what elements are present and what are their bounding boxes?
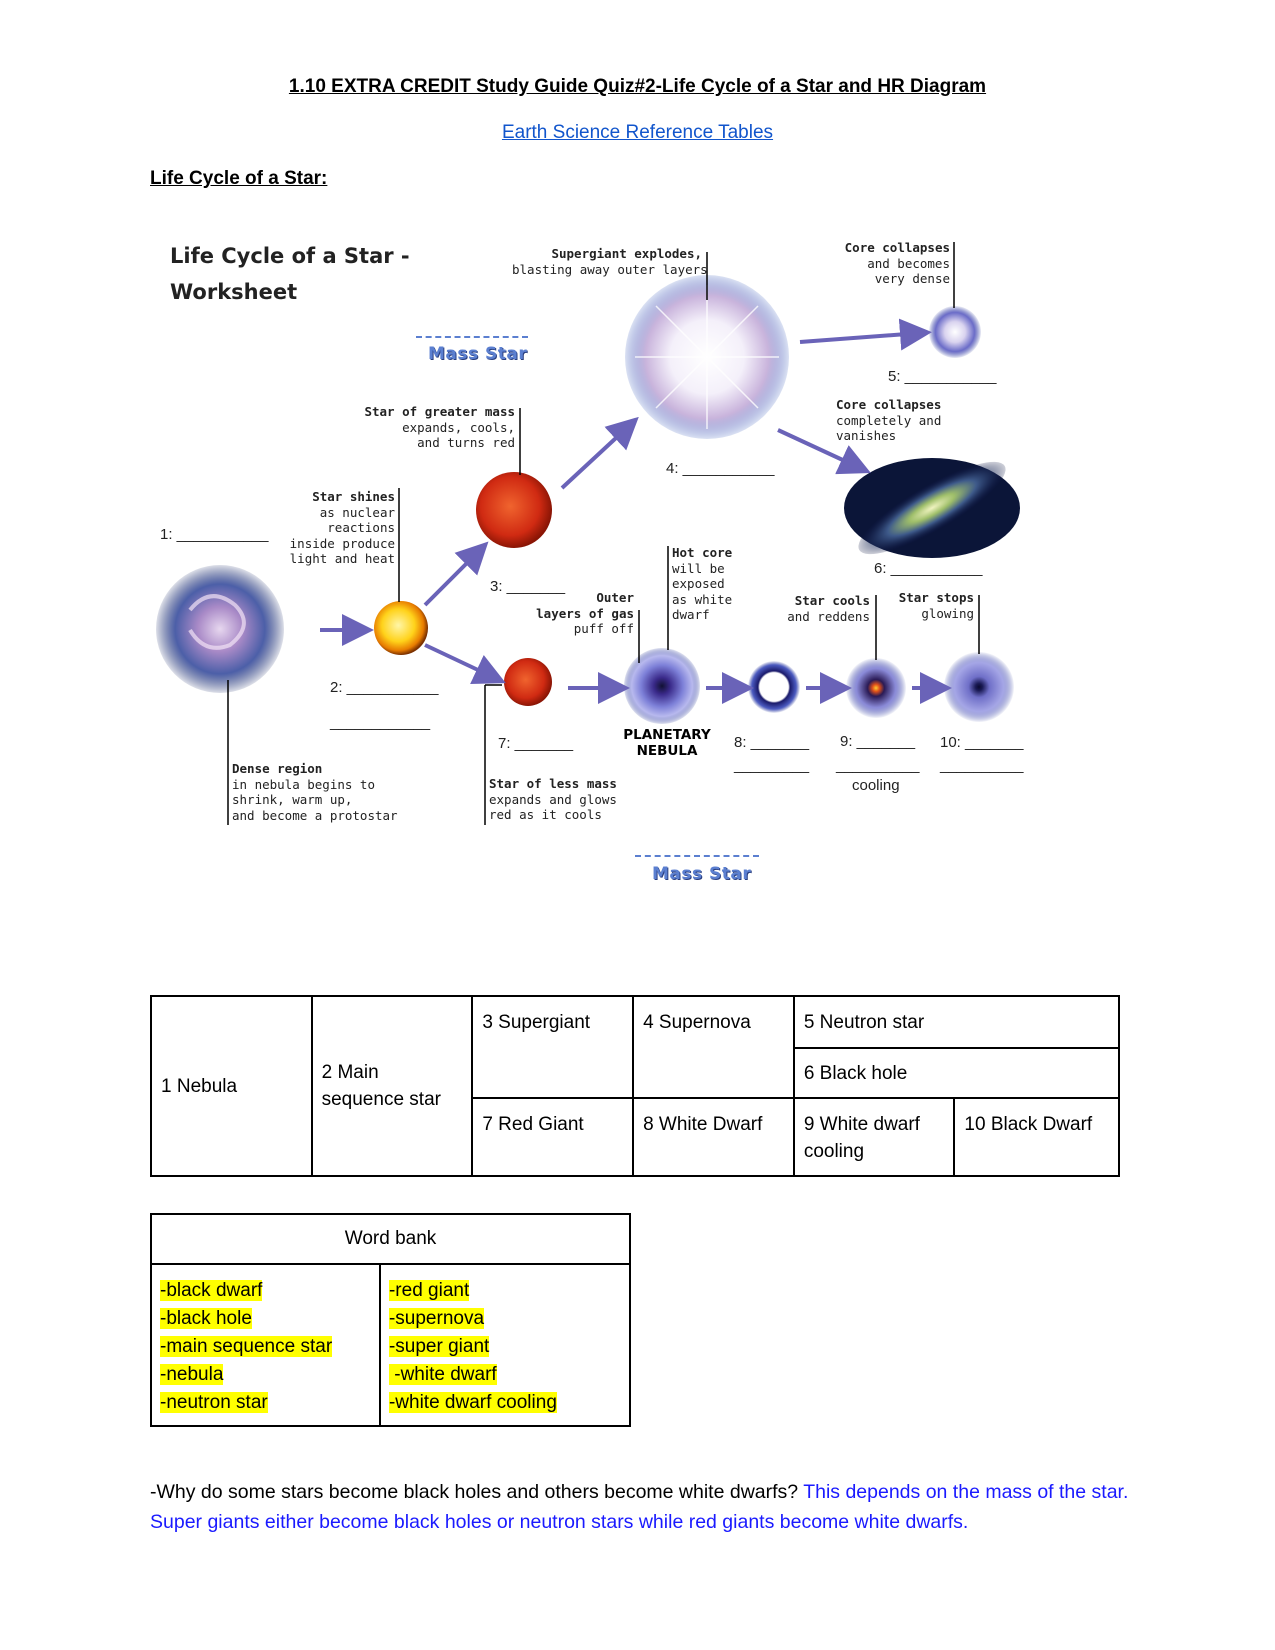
word-bank-item: -black hole [160, 1308, 252, 1329]
hot-core-label: Hot core will be exposed as white dwarf [672, 545, 733, 622]
white-dwarf-cooling-image [846, 658, 906, 718]
supergiant-explodes-label: Supergiant explodes, blasting away outer… [512, 246, 708, 277]
worksheet-title: Life Cycle of a Star - Worksheet [170, 238, 410, 310]
mass-star-bottom: Mass Star [652, 864, 752, 884]
blank-8[interactable]: 8: _______ [734, 734, 810, 751]
answer-cell-7: 7 Red Giant [471, 1097, 635, 1177]
main-sequence-star-image [374, 601, 428, 655]
dense-region-label: Dense region in nebula begins to shrink,… [232, 761, 398, 823]
answer-cell-1: 1 Nebula [150, 995, 313, 1177]
answer-cell-10: 10 Black Dwarf [953, 1097, 1120, 1177]
blank-8-line2[interactable]: _________ [734, 757, 810, 774]
blank-9[interactable]: 9: _______ [840, 733, 916, 750]
leader-lines [227, 242, 980, 825]
mass-star-top-rule [416, 336, 528, 341]
answer-cell-4: 4 Supernova [632, 995, 795, 1099]
answer-cell-9: 9 White dwarf cooling [792, 1097, 956, 1177]
word-bank-item: -neutron star [160, 1392, 268, 1413]
blank-5[interactable]: 5: ___________ [888, 368, 997, 385]
blank-9-line2[interactable]: __________ [836, 757, 920, 774]
black-dwarf-image [944, 652, 1014, 722]
outer-layers-label: Outer layers of gas puff off [536, 590, 634, 636]
word-bank-item: -black dwarf [160, 1280, 263, 1301]
greater-mass-label: Star of greater mass expands, cools, and… [364, 404, 515, 450]
mass-star-top: Mass Star [428, 344, 528, 364]
mass-star-bottom-rule [635, 855, 759, 860]
planetary-nebula-label: PLANETARY NEBULA [623, 727, 711, 759]
answer-table: 1 Nebula 2 Main sequence star 3 Supergia… [150, 995, 1121, 1177]
nebula-star-image [156, 565, 284, 693]
word-bank-item: -main sequence star [160, 1336, 333, 1357]
core-collapses-dense-label: Core collapses and becomes very dense [844, 240, 950, 286]
worksheet-title-line2: Worksheet [170, 280, 298, 304]
neutron-star-image [929, 306, 981, 358]
blank-4[interactable]: 4: ___________ [666, 460, 775, 477]
core-collapses-vanish-label: Core collapses completely and vanishes [836, 397, 942, 443]
question-answer: This depends on the mass of the star. Su… [150, 1481, 1129, 1533]
word-bank-table: Word bank -black dwarf -black hole -main… [150, 1213, 632, 1427]
word-bank-item: -white dwarf [388, 1364, 497, 1385]
word-bank-item: -red giant [388, 1280, 470, 1301]
answer-cell-3: 3 Supergiant [471, 995, 635, 1099]
blank-2[interactable]: 2: ___________ [330, 679, 439, 696]
blank-3[interactable]: 3: _______ [490, 578, 566, 595]
question-paragraph: -Why do some stars become black holes an… [150, 1477, 1130, 1537]
star-cools-label: Star cools and reddens [787, 593, 870, 624]
question-text: -Why do some stars become black holes an… [150, 1481, 804, 1503]
supergiant-star-image [476, 472, 552, 548]
word-bank-heading: Word bank [150, 1213, 631, 1265]
blank-7[interactable]: 7: _______ [498, 735, 574, 752]
life-cycle-diagram: Life Cycle of a Star - Worksheet Mass St… [150, 230, 1110, 930]
answer-cell-8: 8 White Dwarf [632, 1097, 795, 1177]
word-bank-item: -white dwarf cooling [388, 1392, 557, 1413]
word-bank-item: -nebula [160, 1364, 224, 1385]
answer-cell-6: 6 Black hole [792, 1047, 1121, 1099]
reference-tables-link[interactable]: Earth Science Reference Tables [501, 122, 774, 143]
blank-10[interactable]: 10: _______ [940, 734, 1024, 751]
answer-cell-2: 2 Main sequence star [310, 995, 474, 1177]
diagram-graphics [156, 242, 1020, 825]
white-dwarf-image [748, 661, 800, 713]
star-shines-label: Star shines as nuclear reactions inside … [289, 489, 395, 566]
red-giant-star-image [504, 658, 552, 706]
star-stops-label: Star stops glowing [898, 590, 974, 621]
blank-10-line2[interactable]: __________ [940, 757, 1024, 774]
worksheet-title-line1: Life Cycle of a Star - [170, 244, 410, 268]
answer-cell-5: 5 Neutron star [792, 995, 1121, 1049]
word-bank-right-column: -red giant -supernova -super giant -whit… [378, 1263, 632, 1427]
cooling-label: cooling [852, 777, 900, 794]
planetary-nebula-image [624, 648, 700, 724]
blank-2-line2[interactable]: ____________ [330, 714, 431, 731]
word-bank-left-column: -black dwarf -black hole -main sequence … [150, 1263, 381, 1427]
word-bank-item: -supernova [388, 1308, 485, 1329]
less-mass-label: Star of less mass expands and glows red … [489, 776, 617, 822]
blank-6[interactable]: 6: ___________ [874, 560, 983, 577]
cycle-arrows [320, 318, 952, 704]
page-title: 1.10 EXTRA CREDIT Study Guide Quiz#2-Lif… [288, 76, 987, 97]
word-bank-item: -super giant [388, 1336, 490, 1357]
section-heading: Life Cycle of a Star: [150, 168, 328, 189]
blank-1[interactable]: 1: ___________ [160, 526, 269, 543]
